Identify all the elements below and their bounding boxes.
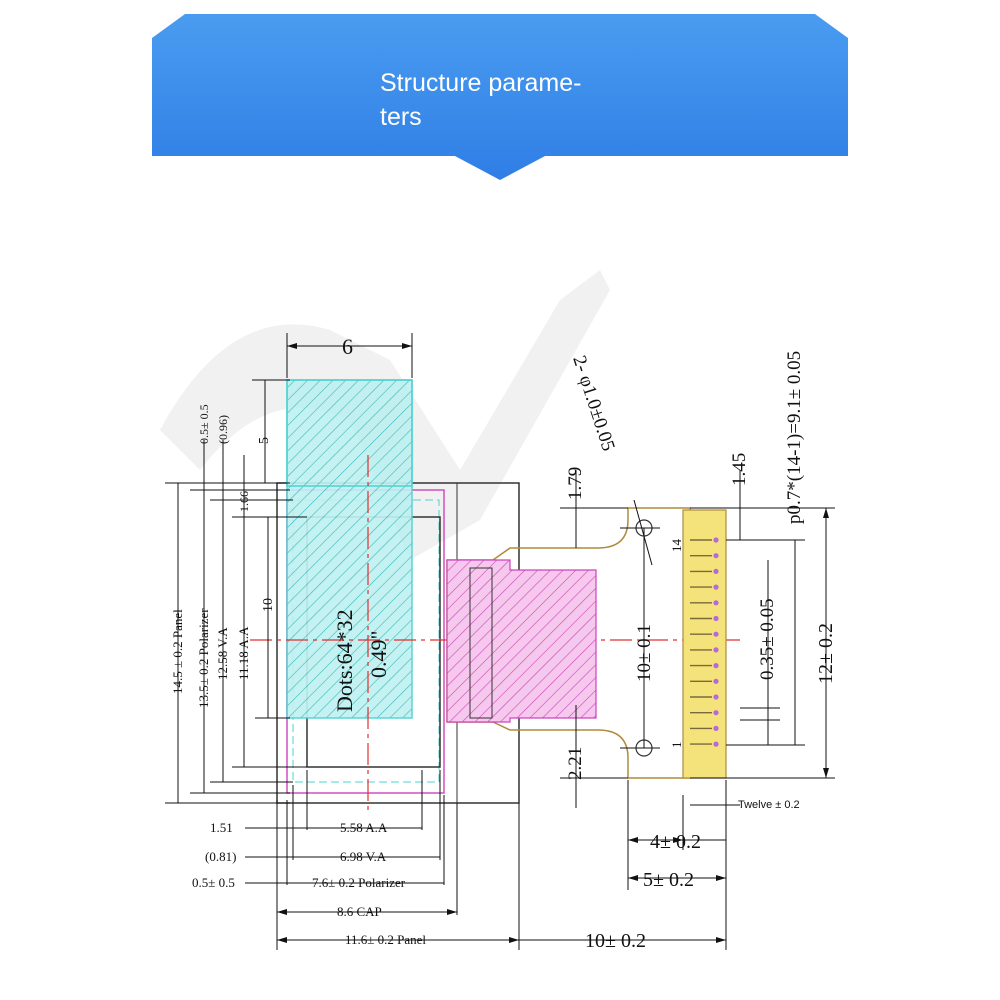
dim-polarizer-w: 7.6± 0.2 Polarizer xyxy=(312,875,406,890)
connector-pin xyxy=(713,741,719,747)
dim-va-h: 12.58 V.A xyxy=(215,627,230,680)
dim-va-w: 6.98 V.A xyxy=(340,849,387,864)
connector-pin xyxy=(713,725,719,732)
dim-panel-h: 14.5 ± 0.2 Panel xyxy=(170,609,185,694)
connector xyxy=(682,509,727,779)
banner-title: Structure parame- ters xyxy=(380,69,582,131)
dim-fpc-hole: 2- φ1.0±0.05 xyxy=(568,353,619,454)
dim-fpc-179: 1.79 xyxy=(565,467,586,500)
dimension-labels: 6 5 0.5± 0.5 (0.96) 1.66 14.5 ± 0.2 Pane… xyxy=(170,334,837,952)
dim-aa-w: 5.58 A.A xyxy=(340,820,388,835)
dim-pitch-035: 0.35± 0.05 xyxy=(757,598,778,680)
dim-top-height: 5 xyxy=(257,437,272,444)
dim-pitch-total: p0.7*(14-1)=9.1± 0.05 xyxy=(784,351,805,524)
connector-pin xyxy=(713,694,719,700)
display-area xyxy=(286,379,413,719)
fpc-magenta xyxy=(446,559,597,723)
display-module: Dots:64*32 0.49" xyxy=(250,379,740,815)
connector-pin xyxy=(713,537,719,543)
dim-left-081: (0.81) xyxy=(205,849,236,864)
connector-pin xyxy=(713,663,719,669)
dots-label: Dots:64*32 xyxy=(332,609,357,712)
connector-pin xyxy=(713,553,719,559)
dim-fpc-221: 2.21 xyxy=(565,747,586,780)
fpc-stiffener xyxy=(469,567,493,719)
display-top xyxy=(286,379,413,487)
dim-pitch-145: 1.45 xyxy=(729,453,750,486)
dim-left-151: 1.51 xyxy=(210,820,233,835)
dim-fpc-5: 5± 0.2 xyxy=(643,869,694,891)
banner xyxy=(152,14,848,180)
dim-cap-w: 8.6 CAP xyxy=(337,904,382,919)
connector-pin xyxy=(713,678,719,684)
dim-top-width: 6 xyxy=(342,334,353,359)
banner-shape xyxy=(152,14,848,180)
connector-pin xyxy=(713,647,719,653)
dim-fpc-len: 10± 0.2 xyxy=(585,930,646,952)
dim-panel-w: 11.6± 0.2 Panel xyxy=(345,932,426,947)
dim-inner-10: 10 xyxy=(261,598,276,612)
connector-pin xyxy=(713,615,719,622)
size-label: 0.49" xyxy=(366,631,391,678)
fpc-cable: 14 1 xyxy=(446,507,727,779)
dim-fpc-12: 12± 0.2 xyxy=(815,623,837,684)
connector-pin xyxy=(713,710,719,716)
connector-pins xyxy=(690,537,719,747)
dim-aa-h: 11.18 A.A xyxy=(236,626,251,680)
dim-twelve: Twelve ± 0.2 xyxy=(738,799,800,811)
dim-fpc-4: 4± 0.2 xyxy=(650,831,701,853)
dimension-lines xyxy=(165,333,835,950)
dim-166: 1.66 xyxy=(237,491,251,512)
dim-offset-096: (0.96) xyxy=(216,415,230,444)
dim-left-05: 0.5± 0.5 xyxy=(192,875,235,890)
connector-pin xyxy=(713,631,719,637)
connector-pin xyxy=(713,584,719,590)
connector-pin xyxy=(713,600,719,606)
pin-14-label: 14 xyxy=(669,539,684,553)
connector-pin xyxy=(713,568,719,575)
pin-1-label: 1 xyxy=(669,742,684,749)
dim-polarizer-h: 13.5± 0.2 Polarizer xyxy=(196,608,211,708)
dim-offset-top: 0.5± 0.5 xyxy=(197,404,211,444)
dim-fpc-10: 10± 0.1 xyxy=(634,624,655,682)
